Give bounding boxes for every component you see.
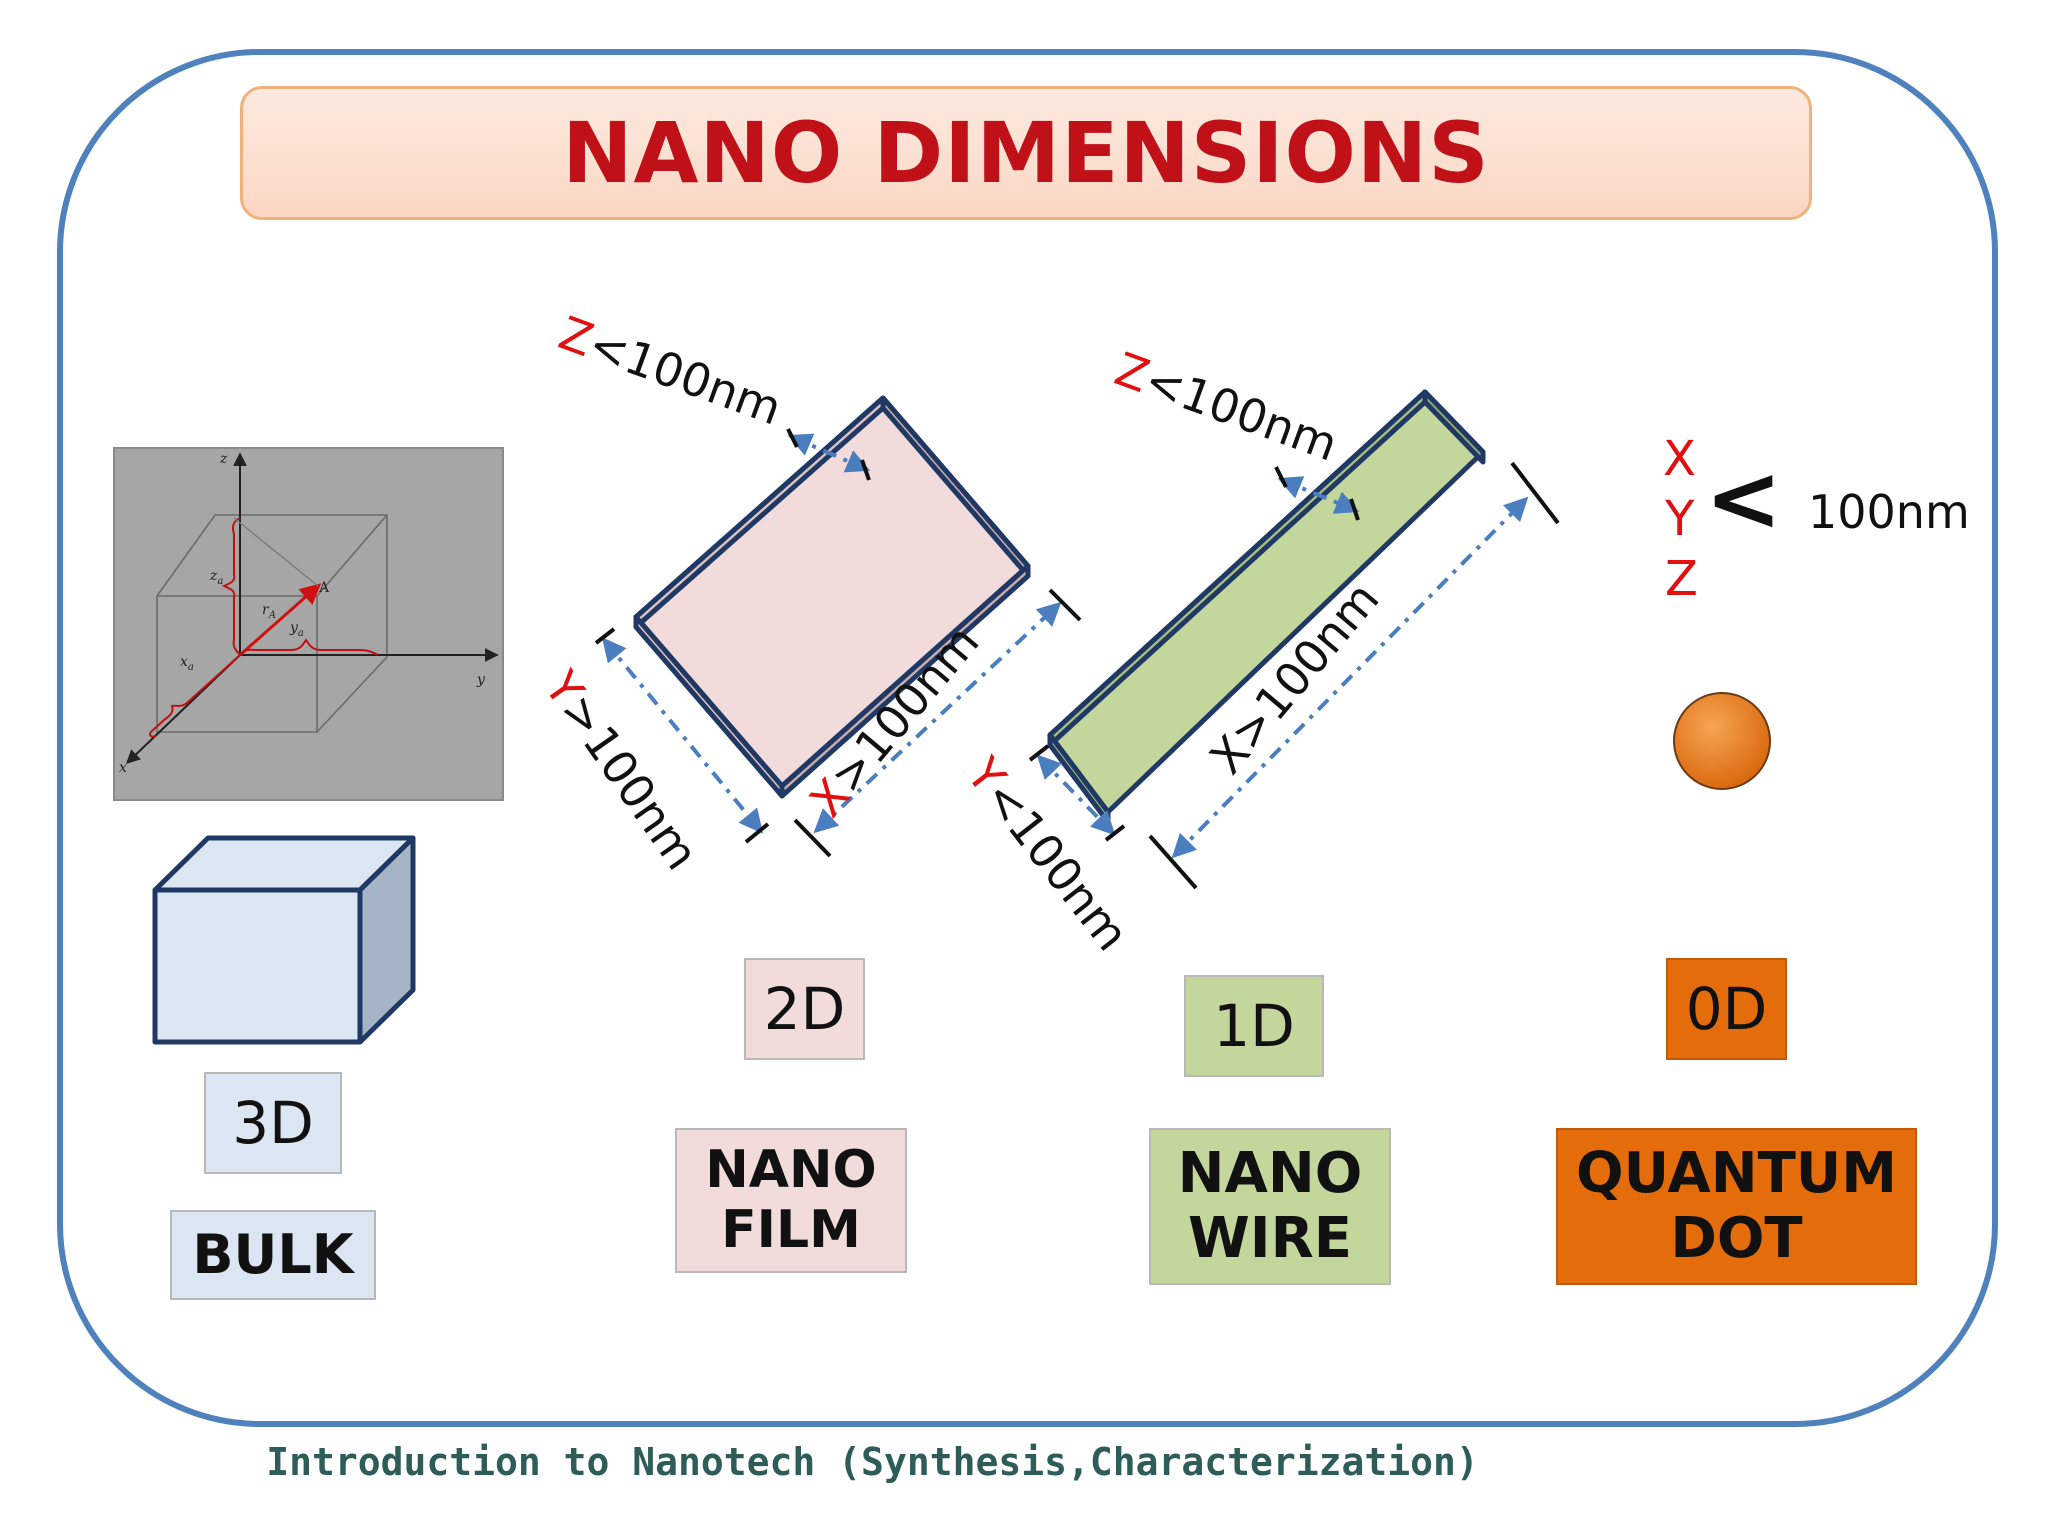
film-dimension-box: 2D: [744, 958, 865, 1060]
quantum-dot-size-label: X Y Z < 100nm: [1663, 431, 1970, 607]
za-label: za: [209, 568, 223, 587]
nano-wire-dimension-arrows: [1036, 476, 1529, 859]
ya-label: ya: [289, 620, 304, 639]
coordinate-axes-figure: z y x za ya xa A rA: [113, 447, 504, 801]
y-axis-label: y: [476, 672, 486, 688]
wire-dimension-box: 1D: [1184, 975, 1324, 1077]
dot-size-value: 100nm: [1808, 485, 1970, 539]
dot-x-label: X: [1663, 431, 1696, 487]
film-name-line2: FILM: [721, 1199, 861, 1260]
dot-z-label: Z: [1665, 551, 1698, 607]
wire-name-line1: NANO: [1177, 1141, 1363, 1207]
film-y-label: Y>100nm: [533, 661, 709, 880]
position-vector-label: rA: [262, 602, 276, 621]
nano-film-tick-marks: [594, 428, 1082, 858]
film-name-line1: NANO: [705, 1139, 877, 1200]
wire-dimension-label: 1D: [1213, 992, 1295, 1060]
wire-z-label: Z<100nm: [1108, 342, 1344, 472]
x-axis-label: x: [119, 760, 127, 776]
dot-dimension-box: 0D: [1666, 958, 1787, 1060]
slide-title: NANO DIMENSIONS: [562, 104, 1490, 202]
less-than-symbol: <: [1705, 445, 1782, 552]
film-name-box: NANO FILM: [675, 1128, 907, 1273]
dot-y-label: Y: [1664, 491, 1695, 547]
bulk-name-box: BULK: [170, 1210, 376, 1300]
bulk-dimension-label: 3D: [232, 1089, 314, 1157]
nano-wire-tick-marks: [1028, 461, 1560, 890]
dot-dimension-label: 0D: [1685, 975, 1768, 1043]
wire-name-box: NANO WIRE: [1149, 1128, 1391, 1285]
nano-film-dimension-arrows: [601, 433, 1062, 834]
footer-caption: Introduction to Nanotech (Synthesis,Char…: [266, 1440, 1479, 1484]
dot-name-line1: QUANTUM: [1576, 1141, 1897, 1207]
bulk-cube: [152, 835, 416, 1045]
dot-name-line2: DOT: [1670, 1205, 1803, 1271]
bulk-dimension-box: 3D: [204, 1072, 342, 1174]
bulk-name-line1: BULK: [192, 1222, 354, 1286]
nano-film-shape: [633, 395, 1031, 799]
film-z-label: Z<100nm: [552, 306, 788, 436]
title-banner: NANO DIMENSIONS: [240, 86, 1812, 220]
film-dimension-label: 2D: [763, 975, 846, 1043]
point-a-label: A: [318, 580, 330, 596]
dot-name-box: QUANTUM DOT: [1556, 1128, 1917, 1285]
z-axis-label: z: [219, 451, 228, 467]
wire-name-line2: WIRE: [1188, 1205, 1352, 1271]
xa-label: xa: [180, 654, 194, 673]
quantum-dot-sphere: [1673, 692, 1771, 790]
